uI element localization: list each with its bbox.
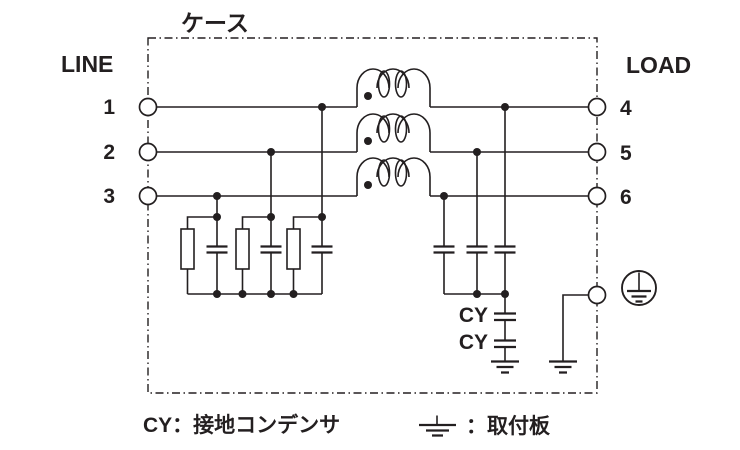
- terminal-2-label: 2: [103, 141, 115, 164]
- inductor-1: [356, 68, 431, 107]
- protective-earth-icon: [621, 270, 657, 306]
- resistor-2: [235, 228, 250, 270]
- terminal-4: [587, 97, 607, 117]
- terminal-1-label: 1: [103, 96, 115, 119]
- cy-capacitor-1-label: CY: [459, 304, 488, 327]
- terminal-6-label: 6: [620, 186, 632, 209]
- y-capacitor-1: [494, 107, 516, 294]
- terminal-2: [138, 142, 158, 162]
- cy-capacitor-string: [491, 294, 519, 374]
- ground-terminal-branch: [549, 294, 589, 374]
- legend-cy-definition: CY：接地コンデンサ: [143, 413, 340, 437]
- terminals: [138, 97, 607, 305]
- cy-capacitor-1: [494, 312, 516, 322]
- terminal-ground: [587, 285, 607, 305]
- case-boundary: [147, 37, 598, 394]
- line-label: LINE: [61, 51, 113, 77]
- inductor-polarity-dot: [364, 181, 372, 189]
- legend-plate-definition: ：取付板: [466, 415, 551, 438]
- capacitor-3: [311, 245, 333, 254]
- rc-cell-1: [180, 216, 228, 294]
- junction-dots: [213, 103, 509, 298]
- load-label: LOAD: [626, 52, 691, 78]
- inductor-polarity-dot: [364, 92, 372, 100]
- resistor-1: [180, 228, 195, 270]
- terminal-5: [587, 142, 607, 162]
- y-capacitor-2: [466, 152, 488, 294]
- mounting-plate-icon: [419, 415, 456, 437]
- cy-capacitor-2: [494, 339, 516, 349]
- case-label: ケース: [181, 10, 249, 36]
- rc-cell-3: [286, 216, 333, 294]
- terminal-6: [587, 186, 607, 206]
- chassis-ground-icon: [491, 360, 519, 374]
- rc-cell-2: [235, 216, 282, 294]
- left-tap-wires: [216, 107, 323, 217]
- terminal-3-label: 3: [103, 185, 115, 208]
- y-capacitor-3: [433, 196, 455, 294]
- terminal-3: [138, 186, 158, 206]
- inductor-2: [356, 113, 431, 152]
- chassis-ground-icon: [549, 360, 577, 374]
- capacitor-1: [206, 245, 228, 254]
- capacitor-2: [260, 245, 282, 254]
- cy-capacitor-2-label: CY: [459, 331, 488, 354]
- terminal-1: [138, 97, 158, 117]
- resistor-3: [286, 228, 301, 270]
- inductor-polarity-dot: [364, 137, 372, 145]
- inductor-3: [356, 157, 431, 196]
- terminal-5-label: 5: [620, 142, 632, 165]
- terminal-4-label: 4: [620, 97, 632, 120]
